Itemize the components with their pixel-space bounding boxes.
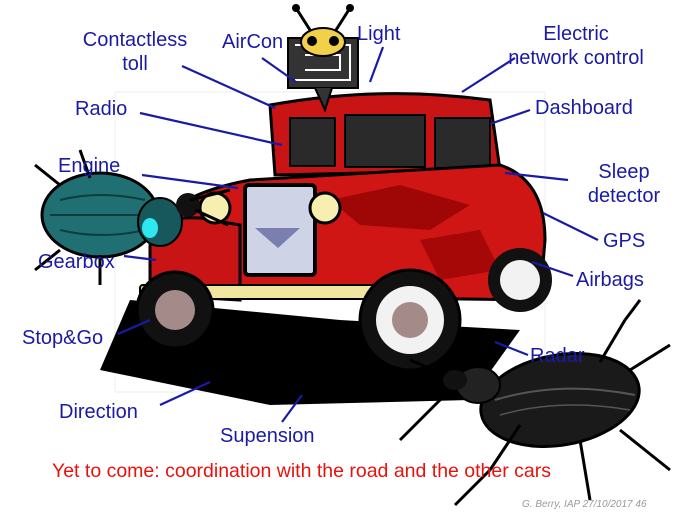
vintage-car-icon	[135, 92, 552, 372]
callout-lines	[117, 46, 599, 423]
callout-aircon	[261, 57, 297, 83]
slide-credit: G. Berry, IAP 27/10/2017 46	[522, 499, 647, 510]
callout-radio	[139, 111, 283, 147]
label-radar: Radar	[530, 345, 585, 367]
future-coordination-note: Yet to come: coordination with the road …	[52, 460, 552, 482]
callout-airbags	[531, 260, 574, 278]
callout-gps	[542, 212, 599, 241]
callout-light	[368, 46, 385, 83]
callout-radar	[494, 340, 529, 357]
callout-contactless	[181, 64, 276, 110]
callout-dashboard	[489, 108, 531, 126]
callout-sleep	[504, 171, 569, 182]
label-light: Light	[357, 23, 401, 45]
callout-gearbox	[123, 254, 157, 262]
label-aircon: AirCon	[222, 31, 284, 53]
callout-stopgo	[117, 318, 151, 336]
callout-supension	[281, 394, 303, 423]
label-radio: Radio	[75, 98, 128, 120]
black-beetle-icon	[398, 299, 671, 507]
label-gearbox: Gearbox	[38, 251, 115, 273]
label-direction: Direction	[59, 401, 138, 423]
label-dashboard: Dashboard	[535, 97, 633, 119]
label-supension: Supension	[220, 425, 315, 447]
callout-engine	[141, 173, 239, 190]
label-engine: Engine	[58, 155, 121, 177]
label-stop-go: Stop&Go	[22, 327, 104, 349]
antenna-bug-icon	[287, 4, 359, 113]
callout-electric	[461, 57, 516, 93]
label-sleep-detector: Sleep detector	[587, 161, 661, 207]
label-contactless-toll: Contactless toll	[82, 29, 188, 75]
label-airbags: Airbags	[576, 269, 644, 291]
label-electric-network-control: Electric network control	[508, 23, 644, 69]
callout-direction	[159, 381, 211, 406]
teal-beetle-icon	[34, 149, 231, 285]
label-gps: GPS	[603, 230, 646, 252]
